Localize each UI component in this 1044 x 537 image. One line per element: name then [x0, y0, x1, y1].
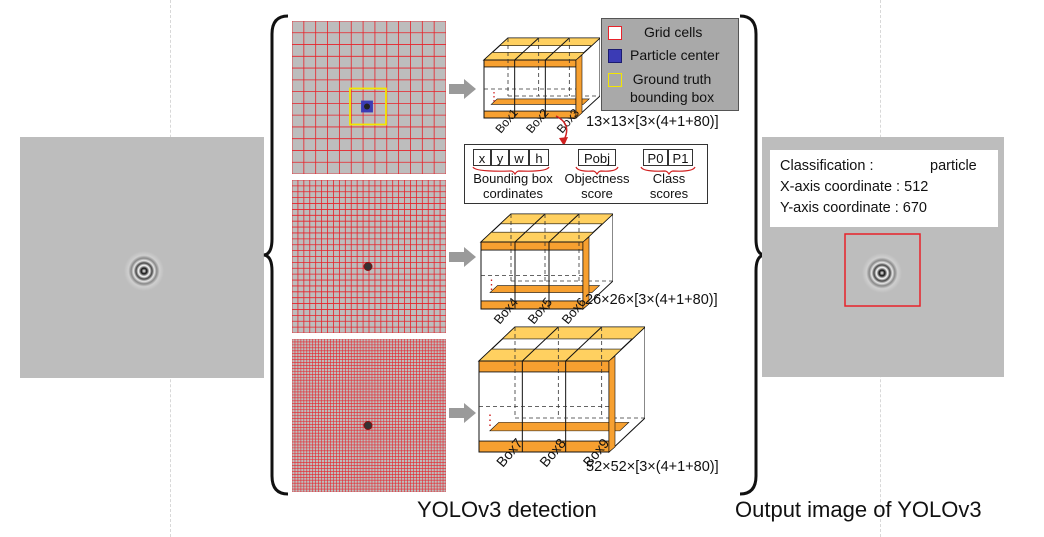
tensor-top-bar — [478, 360, 610, 373]
legend-item-grid-cells: Grid cells — [608, 24, 736, 42]
vector-cell-y: y — [491, 149, 509, 166]
dims-label-52: 52×52×[3×(4+1+80)] — [586, 459, 719, 475]
caption-detection: YOLOv3 detection — [417, 497, 597, 522]
vector-cell-p0: P0 — [643, 149, 668, 166]
arrow-icon — [449, 403, 476, 423]
ellipsis-marker: ⋮ — [488, 90, 500, 104]
vector-group-braces — [472, 166, 696, 175]
arrow-icon — [449, 247, 476, 267]
dims-label-26: 26×26×[3×(4+1+80)] — [585, 292, 718, 308]
grid-13x13 — [292, 21, 446, 174]
particle-marker — [363, 262, 373, 271]
ground-truth-box — [349, 87, 387, 126]
red-square-icon — [608, 26, 622, 40]
vector-cell-x: x — [473, 149, 491, 166]
legend: Grid cells Particle center Ground truth … — [601, 18, 739, 111]
box-label: Box2 — [523, 106, 552, 136]
detection-info: Classification : particle X-axis coordin… — [770, 150, 998, 227]
tensor-top-bar — [483, 59, 577, 68]
vector-cell-h: h — [529, 149, 549, 166]
grid-lines — [292, 21, 446, 174]
classification-value: particle — [930, 158, 977, 174]
vector-group-label-objectness: Objectness score — [561, 171, 633, 201]
legend-label: Ground truth bounding box — [630, 71, 715, 105]
x-coordinate-value: 512 — [904, 179, 929, 195]
arrow-icon — [449, 79, 476, 99]
grid-26x26 — [292, 180, 446, 333]
label-line: Bounding box cordinates — [473, 171, 553, 201]
prediction-vector: x y w h Pobj P0 P1 Bounding box cordinat… — [464, 144, 708, 204]
classification-label: Classification : — [780, 158, 874, 174]
particle-marker — [364, 103, 370, 110]
vector-cell-w: w — [509, 149, 529, 166]
legend-label: Particle center — [630, 47, 720, 63]
detected-particle — [844, 233, 921, 307]
tensor-top-bar — [480, 241, 584, 251]
legend-item-particle-center: Particle center — [608, 47, 736, 65]
box-label: Box1 — [492, 106, 521, 136]
ellipsis-marker: ⋮ — [483, 412, 497, 428]
dims-label-13: 13×13×[3×(4+1+80)] — [586, 114, 719, 130]
vector-group-label-bbox: Bounding box cordinates — [465, 171, 561, 201]
x-coordinate-label: X-axis coordinate : — [780, 179, 901, 195]
tensor-frame — [482, 37, 600, 120]
y-coordinate-row: Y-axis coordinate : 670 — [780, 198, 988, 219]
classification-row: Classification : particle — [780, 156, 988, 177]
grid-background — [292, 21, 446, 174]
y-coordinate-value: 670 — [902, 200, 927, 216]
vector-cell-pobj: Pobj — [578, 149, 616, 166]
grid-52x52 — [292, 339, 446, 492]
input-particle-rings — [124, 251, 164, 291]
blue-square-icon — [608, 49, 622, 63]
tensor-frame — [477, 326, 645, 454]
curved-arrow-icon — [555, 115, 568, 146]
legend-label: Grid cells — [644, 24, 703, 40]
label-line: Objectness score — [564, 171, 630, 201]
box-label: Box4 — [491, 295, 522, 327]
yellow-square-icon — [608, 73, 622, 87]
x-coordinate-row: X-axis coordinate : 512 — [780, 177, 988, 198]
input-image — [20, 137, 264, 378]
legend-item-ground-truth: Ground truth bounding box — [608, 70, 736, 106]
box-label: Box5 — [525, 295, 556, 327]
particle-marker — [363, 421, 373, 430]
output-image: Classification : particle X-axis coordin… — [762, 137, 1004, 377]
y-coordinate-label: Y-axis coordinate : — [780, 200, 899, 216]
caption-output: Output image of YOLOv3 — [735, 497, 982, 522]
label-line: Class scores — [649, 171, 689, 201]
grid-lines — [292, 180, 446, 333]
left-bracket — [263, 14, 289, 496]
vector-group-label-class: Class scores — [633, 171, 705, 201]
detected-bounding-box — [844, 233, 921, 307]
ellipsis-marker: ⋮ — [485, 277, 498, 292]
vector-cell-p1: P1 — [668, 149, 693, 166]
